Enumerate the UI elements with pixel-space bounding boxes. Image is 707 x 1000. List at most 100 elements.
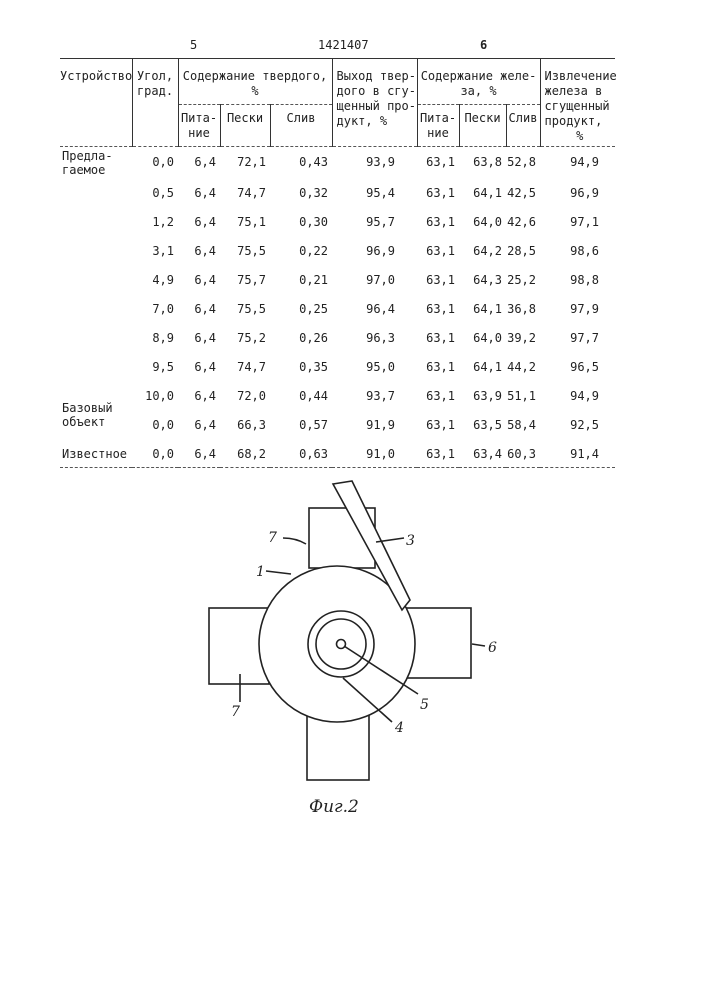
cell-angle: 9,5 [132, 351, 178, 380]
cell-iron-sands: 64,3 [459, 264, 506, 293]
cell-iron-sands: 64,1 [459, 293, 506, 322]
cell-iron-feed: 63,1 [417, 380, 459, 409]
table-row: 9,5 6,4 74,7 0,35 95,0 63,1 64,1 44,2 96… [60, 351, 615, 380]
cell-recovery: 96,5 [540, 351, 615, 380]
cell-device [60, 206, 132, 235]
cell-yield: 95,0 [332, 351, 417, 380]
cell-yield: 95,4 [332, 177, 417, 206]
cell-device [60, 322, 132, 351]
header-solids: Содержание твердого, % [178, 59, 332, 105]
table-row: 4,9 6,4 75,7 0,21 97,0 63,1 64,3 25,2 98… [60, 264, 615, 293]
header-device: Устройство [60, 59, 132, 147]
cell-recovery: 94,9 [540, 147, 615, 178]
cell-recovery: 96,9 [540, 177, 615, 206]
page-number-left: 5 [190, 38, 197, 52]
cell-device: Предла- гаемое [60, 147, 132, 178]
cell-iron-sands: 64,0 [459, 206, 506, 235]
cell-iron-overflow: 36,8 [506, 293, 540, 322]
cell-iron-overflow: 25,2 [506, 264, 540, 293]
cell-iron-feed: 63,1 [417, 322, 459, 351]
cell-solids-feed: 6,4 [178, 177, 220, 206]
cell-iron-sands: 64,1 [459, 351, 506, 380]
table-row: Базовый объект 0,0 6,4 66,3 0,57 91,9 63… [60, 409, 615, 438]
cell-solids-feed: 6,4 [178, 380, 220, 409]
cell-device: Базовый объект [60, 401, 132, 430]
cell-solids-overflow: 0,30 [270, 206, 332, 235]
cell-iron-sands: 63,5 [459, 409, 506, 438]
cell-iron-sands: 63,8 [459, 147, 506, 178]
cell-solids-feed: 6,4 [178, 409, 220, 438]
cell-yield: 96,9 [332, 235, 417, 264]
header-iron-overflow: Слив [506, 105, 540, 147]
cell-iron-feed: 63,1 [417, 351, 459, 380]
cell-solids-sands: 68,2 [220, 438, 270, 467]
leader-7-top [283, 538, 306, 544]
cell-recovery: 97,7 [540, 322, 615, 351]
header-solids-overflow: Слив [270, 105, 332, 147]
cell-iron-sands: 64,0 [459, 322, 506, 351]
cell-solids-feed: 6,4 [178, 147, 220, 178]
cell-angle: 8,9 [132, 322, 178, 351]
label-7-top: 7 [268, 530, 277, 546]
cell-yield: 97,0 [332, 264, 417, 293]
label-6: 6 [488, 640, 497, 656]
cell-solids-feed: 6,4 [178, 293, 220, 322]
cell-solids-overflow: 0,26 [270, 322, 332, 351]
cell-solids-sands: 75,5 [220, 293, 270, 322]
cell-yield: 96,3 [332, 322, 417, 351]
table-header: Устройство Угол, град. Содержание твердо… [60, 59, 615, 147]
cell-iron-overflow: 28,5 [506, 235, 540, 264]
cell-angle: 10,0 [132, 380, 178, 409]
cell-yield: 93,9 [332, 147, 417, 178]
cell-solids-feed: 6,4 [178, 206, 220, 235]
table-row: 7,0 6,4 75,5 0,25 96,4 63,1 64,1 36,8 97… [60, 293, 615, 322]
cell-solids-overflow: 0,22 [270, 235, 332, 264]
cell-recovery: 92,5 [540, 409, 615, 438]
cell-solids-feed: 6,4 [178, 322, 220, 351]
cell-iron-overflow: 44,2 [506, 351, 540, 380]
cell-yield: 91,0 [332, 438, 417, 467]
cell-solids-sands: 74,7 [220, 177, 270, 206]
figure-caption: Фиг.2 [309, 797, 359, 817]
cell-yield: 91,9 [332, 409, 417, 438]
cell-device: Известное [60, 438, 132, 467]
data-table: Устройство Угол, град. Содержание твердо… [60, 58, 615, 468]
cell-recovery: 97,1 [540, 206, 615, 235]
header-recovery: Извлечение железа в сгущенный продукт, % [540, 59, 615, 147]
cell-iron-overflow: 39,2 [506, 322, 540, 351]
cell-solids-sands: 72,0 [220, 380, 270, 409]
table-row: Известное 0,0 6,4 68,2 0,63 91,0 63,1 63… [60, 438, 615, 467]
cell-solids-overflow: 0,35 [270, 351, 332, 380]
cell-solids-feed: 6,4 [178, 351, 220, 380]
cell-angle: 0,0 [132, 147, 178, 178]
cell-iron-overflow: 51,1 [506, 380, 540, 409]
leader-6 [472, 644, 485, 646]
table-body: Предла- гаемое 0,0 6,4 72,1 0,43 93,9 63… [60, 147, 615, 468]
cell-solids-sands: 66,3 [220, 409, 270, 438]
label-5: 5 [420, 697, 429, 713]
header-yield: Выход твер- дого в сгу- щенный про- дукт… [332, 59, 417, 147]
table-row: 0,5 6,4 74,7 0,32 95,4 63,1 64,1 42,5 96… [60, 177, 615, 206]
table-row: 8,9 6,4 75,2 0,26 96,3 63,1 64,0 39,2 97… [60, 322, 615, 351]
cell-solids-sands: 75,2 [220, 322, 270, 351]
cell-device [60, 293, 132, 322]
cell-recovery: 98,8 [540, 264, 615, 293]
cell-recovery: 91,4 [540, 438, 615, 467]
header-iron-sands: Пески [459, 105, 506, 147]
header-iron-feed: Пита- ние [417, 105, 459, 147]
leader-1 [266, 571, 291, 574]
table-row: Предла- гаемое 0,0 6,4 72,1 0,43 93,9 63… [60, 147, 615, 178]
cell-recovery: 94,9 [540, 380, 615, 409]
cell-iron-sands: 64,1 [459, 177, 506, 206]
cell-angle: 0,0 [132, 438, 178, 467]
cell-yield: 96,4 [332, 293, 417, 322]
cell-solids-overflow: 0,43 [270, 147, 332, 178]
cell-iron-feed: 63,1 [417, 293, 459, 322]
cell-angle: 0,5 [132, 177, 178, 206]
cell-iron-sands: 64,2 [459, 235, 506, 264]
cell-recovery: 97,9 [540, 293, 615, 322]
cell-iron-feed: 63,1 [417, 438, 459, 467]
cell-solids-feed: 6,4 [178, 235, 220, 264]
cell-solids-overflow: 0,57 [270, 409, 332, 438]
cell-solids-feed: 6,4 [178, 438, 220, 467]
